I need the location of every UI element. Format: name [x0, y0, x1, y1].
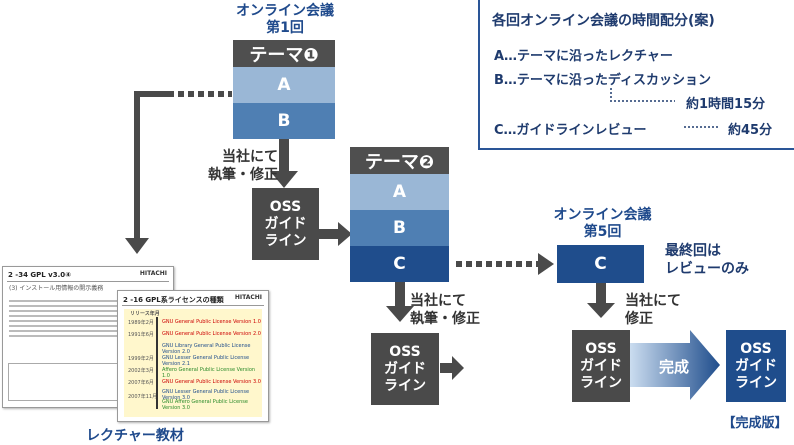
paper2-license: GNU General Public License Version 1.0 [162, 319, 261, 325]
final-doc-line2: ガイド [735, 357, 777, 374]
arrow-shaft-d2 [440, 363, 454, 373]
paper2-license: GNU General Public License Version 2.0 [162, 331, 261, 337]
draft2-line1: OSS [389, 343, 421, 360]
paper2-timeline [156, 317, 158, 409]
paper2-license: GNU Affero General Public License Versio… [162, 399, 248, 411]
step2-line1: 当社にて [410, 293, 466, 309]
paper1-heading: (3) インストール用情報の開示義務 [9, 285, 104, 292]
step1-line2: 執筆・修正 [208, 167, 278, 183]
legend-line-a: A…テーマに沿ったレクチャー [494, 49, 673, 64]
session1-theme-header: テーマ❶ [233, 40, 335, 67]
draft1-line2: ガイド [264, 215, 307, 232]
arrow-shaft-s2 [395, 282, 405, 308]
session1-title-line2: 第1回 [266, 20, 304, 36]
arrowhead-s2-right [538, 253, 554, 275]
final-doc: OSS ガイド ライン [726, 330, 786, 402]
lecture-paper-2: 2 -16 GPL系ライセンスの種類 HITACHI リリース年月 1989年2… [117, 290, 269, 422]
arrowhead-s1 [270, 171, 298, 188]
paper2-years: 1989年2月 1991年6月 1999年2月 2002年3月 2007年6月 … [128, 320, 158, 406]
step3-line1: 当社にて [625, 293, 681, 309]
paper2-header: リリース年月 [130, 311, 160, 317]
session5-note-line2: レビューのみ [665, 261, 749, 277]
paper2-divider [122, 305, 264, 306]
step2-line2: 執筆・修正 [410, 311, 480, 327]
legend-line-b-time: 約1時間15分 [686, 97, 766, 112]
final-doc-line1: OSS [740, 340, 772, 357]
step1-line1: 当社にて [222, 149, 278, 165]
complete-arrow-shape [628, 330, 720, 400]
paper2-year: 2007年11月 [128, 394, 158, 400]
final-doc-line3: ライン [735, 374, 777, 391]
arrowhead-d1 [338, 222, 352, 246]
step3-line2: 修正 [625, 311, 653, 327]
session5-title-line2: 第5回 [583, 224, 622, 240]
arrowhead-s5 [587, 303, 615, 318]
paper2-license: GNU General Public License Version 3.0 [162, 379, 261, 385]
step3-note: 当社にて 修正 [625, 292, 715, 328]
session1-block-b: B [233, 103, 335, 139]
session5-title-line1: オンライン会議 [553, 207, 652, 223]
arrowhead-d2 [452, 356, 464, 380]
paper2-license: GNU Lesser General Public License Versio… [162, 355, 250, 367]
paper2-year: 1989年2月 [128, 320, 154, 326]
draft1-line1: OSS [269, 198, 302, 215]
step2-note: 当社にて 執筆・修正 [410, 292, 500, 328]
legend-line-c: C…ガイドラインレビュー [494, 123, 647, 138]
paper2-panel [124, 309, 262, 417]
session2-block-c: C [350, 246, 449, 282]
session5-title: オンライン会議 第5回 [540, 207, 665, 241]
session1-block-a: A [233, 67, 335, 103]
paper2-logo: HITACHI [234, 294, 262, 301]
paper2-licenses: GNU General Public License Version 1.0 G… [162, 319, 262, 411]
draft1-line3: ライン [264, 232, 307, 249]
session5-note: 最終回は レビューのみ [665, 242, 775, 278]
legend-title: 各回オンライン会議の時間配分(案) [492, 13, 715, 29]
draft3-doc: OSS ガイド ライン [572, 330, 630, 402]
session5-block-c: C [557, 245, 644, 283]
session1-title-line1: オンライン会議 [236, 3, 334, 19]
arrowhead-s2 [386, 306, 414, 322]
draft3-line3: ライン [580, 374, 622, 391]
lecture-caption: レクチャー教材 [86, 428, 184, 444]
paper2-year: 2007年6月 [128, 380, 154, 386]
paper1-text-lines [9, 297, 121, 340]
draft1-doc: OSS ガイド ライン [252, 188, 319, 260]
paper2-license: Affero General Public License Version 1.… [162, 367, 256, 379]
arrowhead-lecture [125, 238, 149, 254]
paper2-title: 2 -16 GPL系ライセンスの種類 [123, 296, 224, 304]
arrow-shaft-s1 [279, 139, 289, 173]
arrow-shaft-d1 [318, 229, 340, 239]
arrow-shaft-s5 [596, 283, 606, 305]
session2-block-a: A [350, 174, 449, 210]
paper2-license: GNU Library General Public License Versi… [162, 343, 251, 355]
session2-block-b: B [350, 210, 449, 246]
legend-box: 各回オンライン会議の時間配分(案) A…テーマに沿ったレクチャー B…テーマに沿… [478, 0, 794, 150]
paper1-logo: HITACHI [139, 270, 167, 277]
draft3-line1: OSS [585, 340, 617, 357]
paper1-box [8, 363, 120, 401]
legend-line-c-time: 約45分 [728, 123, 773, 138]
final-doc-caption: 【完成版】 [722, 416, 788, 431]
paper2-license: GNU Lesser General Public License Versio… [162, 389, 250, 401]
draft2-doc: OSS ガイド ライン [371, 333, 439, 405]
paper2-year: 1991年6月 [128, 332, 154, 338]
draft2-line2: ガイド [384, 360, 426, 377]
step1-note: 当社にて 執筆・修正 [193, 148, 278, 184]
session1-title: オンライン会議 第1回 [220, 3, 350, 37]
paper2-year: 2002年3月 [128, 368, 154, 374]
paper2-year: 1999年2月 [128, 356, 154, 362]
legend-line-b: B…テーマに沿ったディスカッション [494, 73, 711, 88]
paper1-title: 2 -34 GPL v3.0④ [8, 271, 72, 279]
draft2-line3: ライン [384, 377, 426, 394]
draft3-line2: ガイド [580, 357, 622, 374]
session2-theme-header: テーマ❷ [350, 147, 449, 174]
complete-arrow-label: 完成 [658, 357, 689, 376]
paper1-divider [7, 281, 169, 282]
session5-note-line1: 最終回は [665, 243, 721, 259]
